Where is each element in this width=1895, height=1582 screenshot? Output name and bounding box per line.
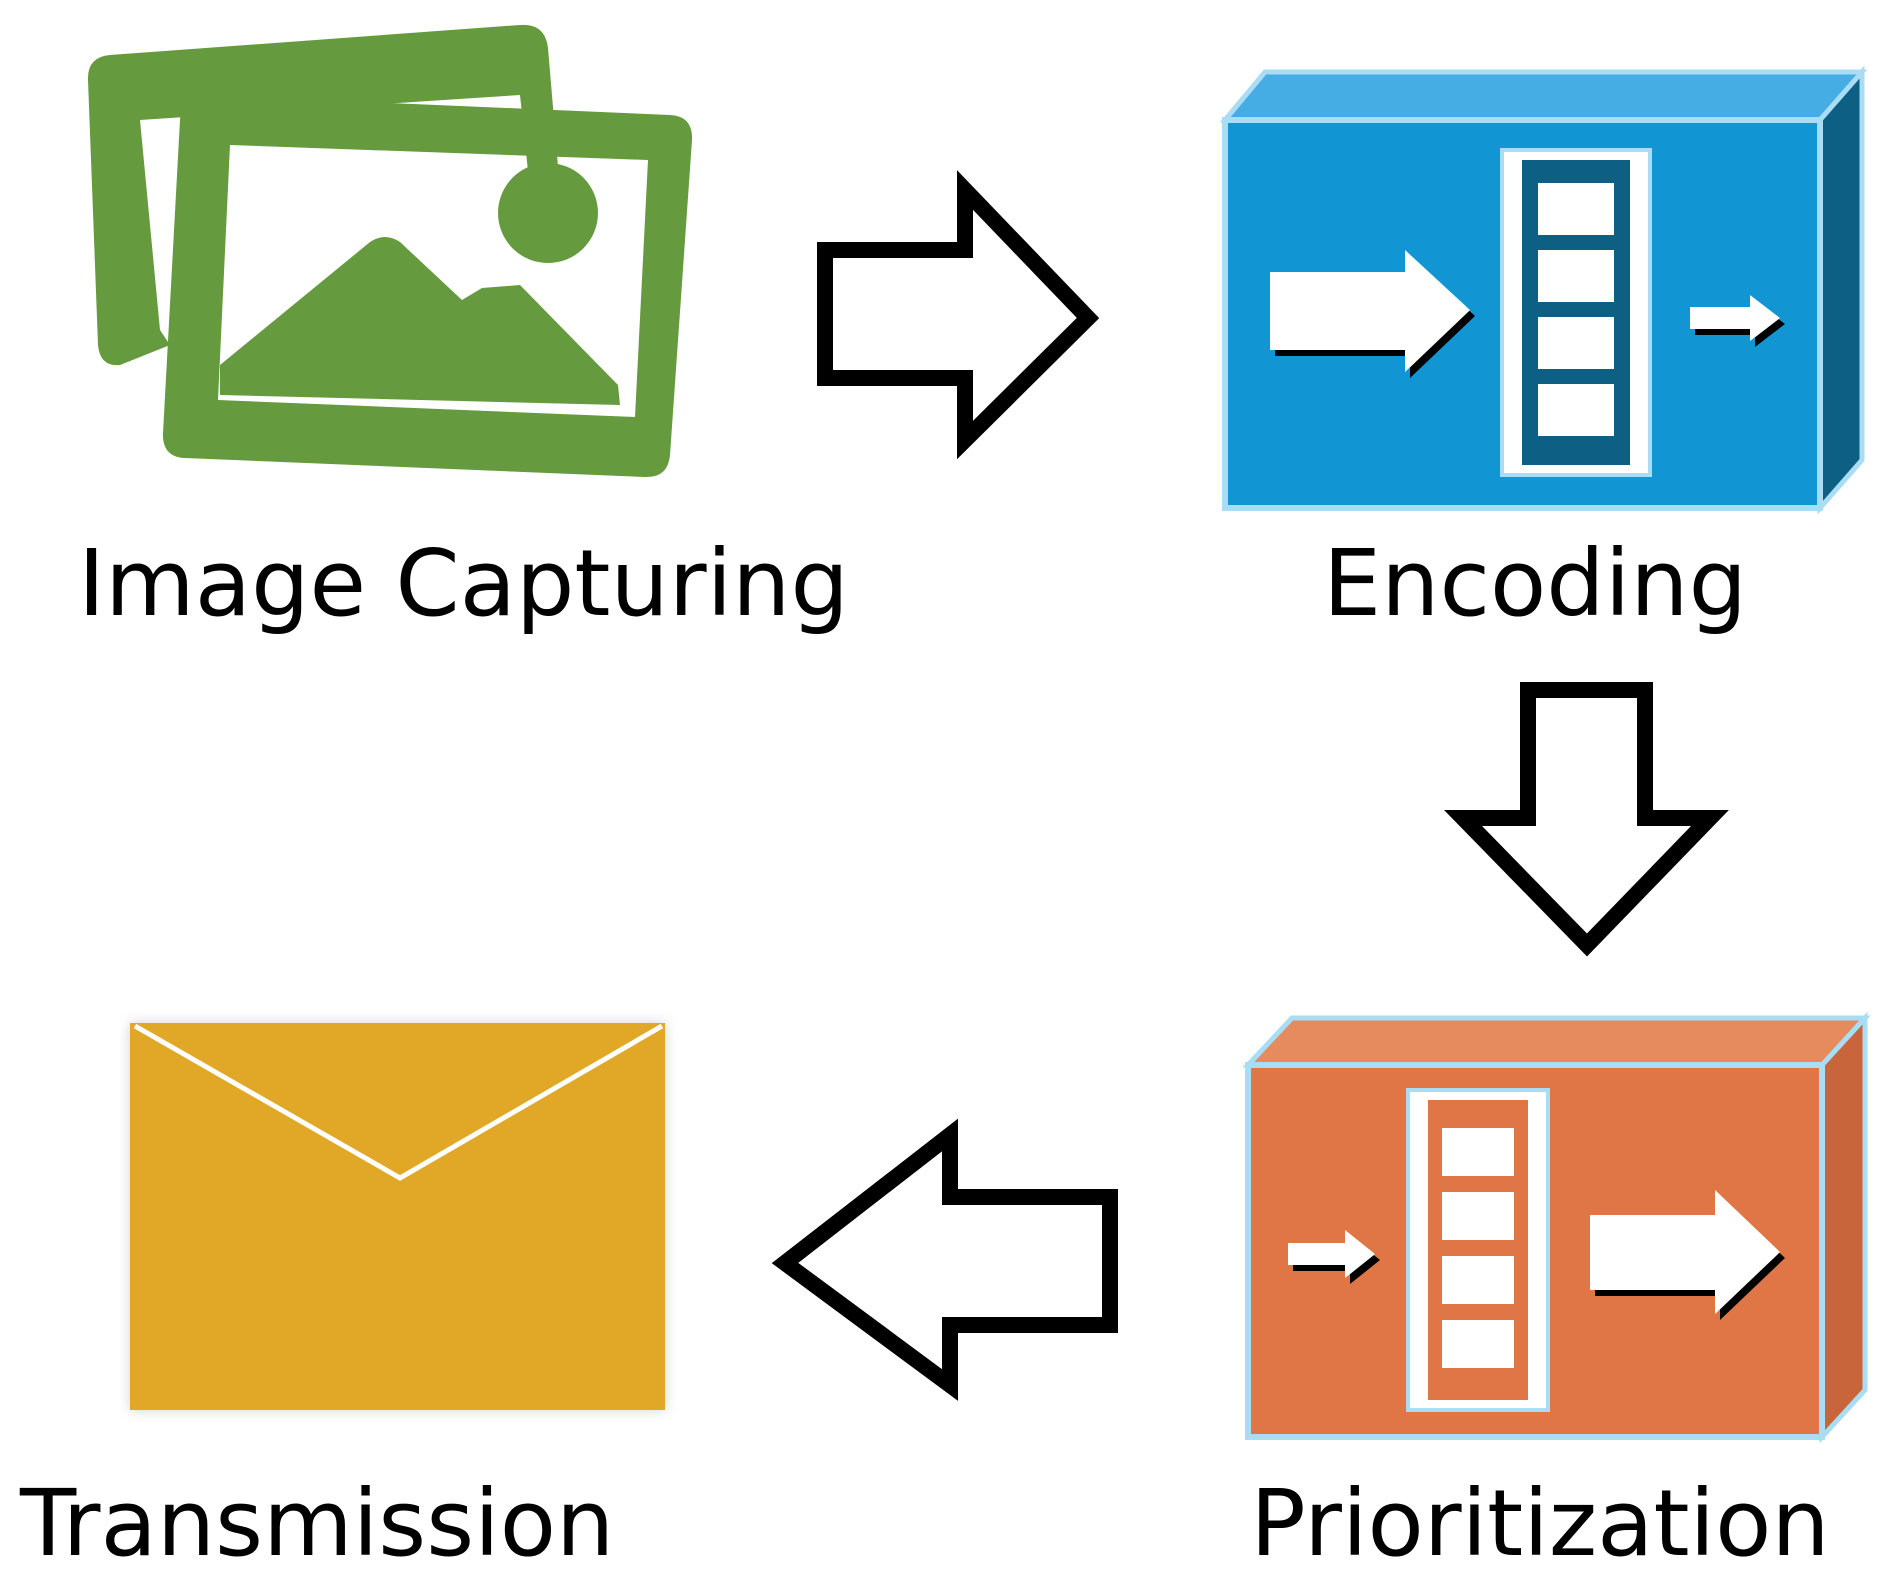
stage-label-encoding: Encoding: [1323, 530, 1747, 637]
arrow-capture-to-encoding: [817, 170, 1100, 460]
arrow-encoding-to-prioritization: [1444, 682, 1729, 957]
arrow-prioritization-to-transmission: [771, 1118, 1118, 1401]
film-strip-icon: [1406, 1088, 1550, 1412]
stage-label-image-capturing: Image Capturing: [78, 530, 849, 637]
encoder-box-icon: [1219, 65, 1868, 515]
envelope-icon: [130, 1023, 665, 1410]
stage-label-prioritization: Prioritization: [1250, 1470, 1830, 1577]
film-strip-icon: [1500, 148, 1652, 477]
stage-label-transmission: Transmission: [20, 1470, 615, 1577]
photos-icon: [87, 24, 693, 478]
prioritizer-box-icon: [1242, 1011, 1871, 1444]
